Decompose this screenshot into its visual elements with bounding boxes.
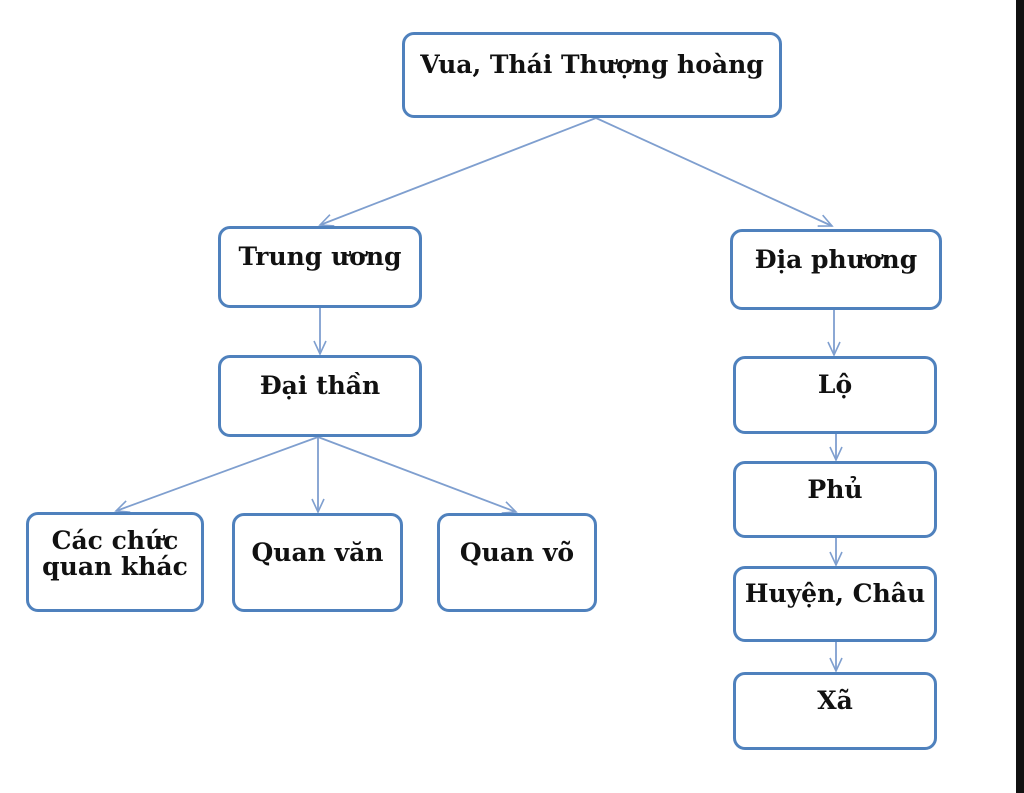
node-phu: Phủ (733, 461, 937, 538)
right-border-strip (1016, 0, 1024, 793)
node-phu-label: Phủ (807, 474, 863, 504)
edge-root-central (318, 117, 597, 227)
node-military-officials-label: Quan võ (459, 537, 575, 567)
node-military-officials: Quan võ (437, 513, 597, 612)
edge-ministers-other (114, 436, 319, 513)
node-lo: Lộ (733, 356, 937, 434)
node-civil-officials: Quan văn (232, 513, 403, 612)
node-other-officials-line2: quan khác (42, 552, 188, 581)
node-central: Trung ương (218, 226, 422, 308)
node-local-label: Địa phương (754, 244, 918, 274)
node-local: Địa phương (730, 229, 942, 310)
node-ministers-label: Đại thần (259, 371, 381, 401)
node-huyen-chau: Huyện, Châu (733, 566, 937, 642)
node-other-officials: Các chức quan khác (26, 512, 204, 612)
node-civil-officials-label: Quan văn (251, 537, 384, 567)
node-xa: Xã (733, 672, 937, 750)
node-king-label: Vua, Thái Thượng hoàng (420, 50, 764, 80)
node-central-label: Trung ương (238, 242, 402, 272)
edge-ministers-military (317, 436, 518, 514)
node-other-officials-line1: Các chức (51, 526, 179, 556)
node-ministers: Đại thần (218, 355, 422, 437)
node-huyen-chau-label: Huyện, Châu (744, 579, 926, 609)
edge-root-local (595, 117, 834, 227)
node-lo-label: Lộ (817, 370, 853, 400)
node-king: Vua, Thái Thượng hoàng (402, 32, 782, 118)
node-xa-label: Xã (817, 686, 853, 716)
